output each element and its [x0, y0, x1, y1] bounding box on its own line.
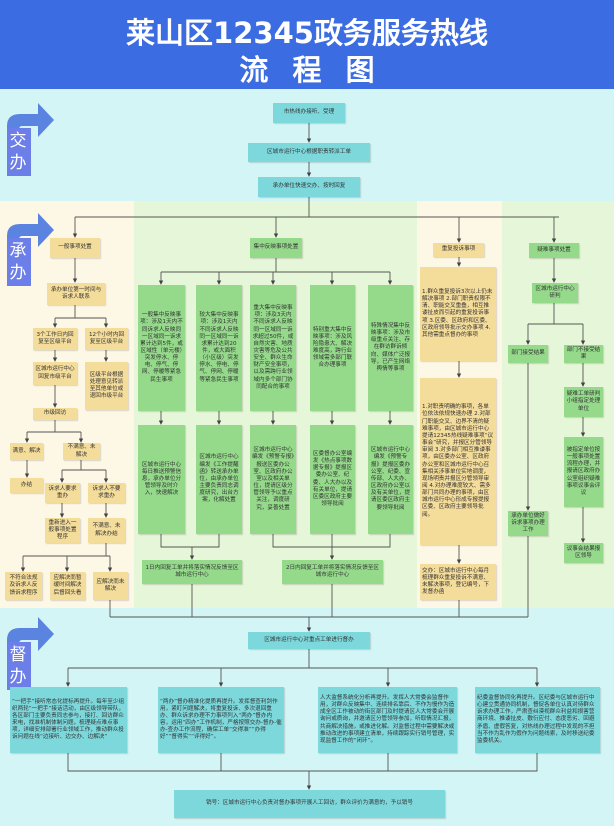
report-box: 议事会结果报区领导: [564, 543, 603, 563]
revisit-box: 市级回访: [33, 408, 77, 420]
supervise-item-box: “一把手”接听常态化提标再提升。每年至少组织两轮“一把手”接话活动，由区级领导带…: [10, 687, 127, 753]
concentrated-action-box: 区城市运行中心编发《预警专报》提报区委办公室、纪委、宣传部、人大办、区政府办公室…: [368, 425, 413, 534]
section-tag-supervise: 督办: [0, 610, 60, 692]
center-reply-box: 区城市运行中心回复市级平台: [33, 362, 77, 385]
designated-unit-box: 被指定单位按一般事项处置流程办理，并报请区政府办公室组织疑难事项议事会评议: [564, 437, 603, 507]
dispatch-box: 区城市运行中心根据职责转派工单: [248, 143, 370, 162]
page-title: 莱山区12345政务服务热线: [126, 16, 488, 50]
section-label-supervise: 督办: [9, 645, 27, 687]
header-banner: 莱山区12345政务服务热线 流 程 图: [0, 0, 614, 89]
supervise-item-box: “两办”督办精准化提质再提升。发挥督查利剑作用，紧盯问题解决，将重复投诉、多次退…: [158, 687, 284, 753]
key-supervise-box: 区城市运行中心对重点工单进行督办: [248, 632, 370, 649]
accept-box: 部门接受结果: [508, 345, 548, 363]
curved-arrow-icon: [7, 103, 54, 176]
supervise-item-box: 人大监督系统化分析再提升。发挥人大常委会监督作用，对群众反映集中、连续排名靠后、…: [318, 687, 457, 753]
repeat-assign-box: 交办：区城市运行中心每月梳理群众重复投诉不满意、未解决事项，登记编号，下发督办函: [420, 564, 496, 600]
redo-box: 诉求人要求重办: [45, 483, 80, 503]
concentrated-action-box: 区城市运行中心编发《工作提醒函》转送承办单位，由承办单位主要负责同志调度研究，出…: [196, 425, 242, 534]
repeat-title-box: 重复投诉事项: [433, 243, 484, 257]
reject-box: 部门不接受结果: [564, 345, 603, 363]
outcome-box-3: 应解决而未解决: [93, 572, 128, 600]
unsolved-closed-box: 不满意、未解决办结: [88, 518, 125, 543]
section-label-assign: 交办: [9, 131, 27, 173]
general-title-box: 一般事项处置: [50, 238, 100, 258]
transfer-box: 区级平台根据处理意见转派至其他单位或退回市级平台: [85, 362, 128, 410]
contact-box: 承办单位第一时间与诉求人联系: [47, 283, 105, 305]
section-tag-assign: 交办: [0, 96, 60, 178]
reply-12h-box: 12个小时内回复至区级平台: [85, 328, 128, 350]
satisfied-box: 满意、解决: [10, 443, 43, 460]
concentrated-action-box: 区城市运行中心编发《预警专报》报送区委办公室、区政府办公室以及相关单位，提请区级…: [250, 425, 296, 534]
outcome-box-1: 不符合法规及诉求人反馈诉求程序: [5, 572, 42, 600]
concentrated-action-box: 区城市运行中心每日推送预警信息，承办单位分管领导及时介入，快速解决: [138, 425, 185, 534]
reply-3days-box: 3个工作日内回复至区级平台: [33, 328, 77, 350]
concentrated-type-box: 特殊情况集中反映事项：涉及市级重点关注、存在群访群诉倾向、媒体广泛报导，已产生网…: [368, 285, 413, 411]
designate-box: 疑难工单研判小组指定处理单位: [564, 387, 603, 417]
receive-box: 市热线办接听、受理: [273, 103, 345, 123]
supervise-item-box: 纪委监督协同化再提升。区纪委与区城市运行中心建立贯通协同机制，督促各单位认真对待…: [475, 687, 600, 753]
repeat-handling-box: 1.对职责明确的事项，各单位依法依规快速办理 2.对部门职能交叉、边界不清的疑难…: [420, 378, 496, 545]
unsatisfied-box: 不满意、未解决: [63, 443, 100, 460]
concentrated-title-box: 集中反映事项处置: [250, 238, 302, 258]
no-redo-box: 诉求人不要求重办: [88, 483, 125, 503]
concentrated-type-box: 一般集中反映事项：涉及1天内不同诉求人反映同一区域同一诉求累计达到5件，或区域性…: [138, 285, 185, 411]
concentrated-type-box: 较大集中反映事项：涉及1天内不同诉求人反映同一区域同一诉求累计达到20件，或大面…: [196, 285, 242, 411]
section-label-handle: 承办: [9, 241, 27, 283]
repeat-scope-box: 1.群众重复投诉3次以上仍未解决事项 2.部门职责权限不清、职能交叉重叠，相互推…: [420, 267, 496, 361]
close-box: 销号：区城市运行中心负责对督办事项开展人工回访，群众评价为满意的，予以销号: [174, 790, 445, 818]
reenter-box: 重新进入一般事项处置程序: [45, 518, 80, 543]
respond-box: 承办单位快速交办、按时回复: [258, 177, 360, 197]
curved-arrow-icon: [7, 617, 54, 690]
reply-2day-box: 2日内回复工单并将落实情况反馈至区城市运行中心: [282, 560, 383, 584]
curved-arrow-icon: [7, 213, 54, 286]
reply-1day-box: 1日内回复工单并将落实情况反馈至区城市运行中心: [142, 560, 242, 584]
judge-box: 区城市运行中心研判: [532, 283, 578, 303]
concentrated-action-box: 区委督办公室编发《热点事项数据专报》提报区委办公室、纪委、人大办以及有关单位，提…: [310, 425, 355, 534]
concentrated-type-box: 特别重大集中反映事项：涉及风险隐患大、解决难度高，跨行业领域需多部门联合办理事项: [310, 285, 355, 411]
do-work-box: 承办单位做好诉求事项办理工作: [508, 511, 548, 536]
difficult-title-box: 疑难事项处置: [529, 243, 579, 258]
closed-box: 办结: [10, 478, 43, 493]
section-tag-handle: 承办: [0, 206, 60, 288]
concentrated-type-box: 重大集中反映事项：涉及3天内不同诉求人反映同一区域同一诉求超过50件，或自然灾害…: [250, 285, 296, 411]
outcome-box-2: 应解决而暂缓时间解决后督回头看: [50, 572, 85, 600]
page-subtitle: 流 程 图: [239, 53, 375, 87]
